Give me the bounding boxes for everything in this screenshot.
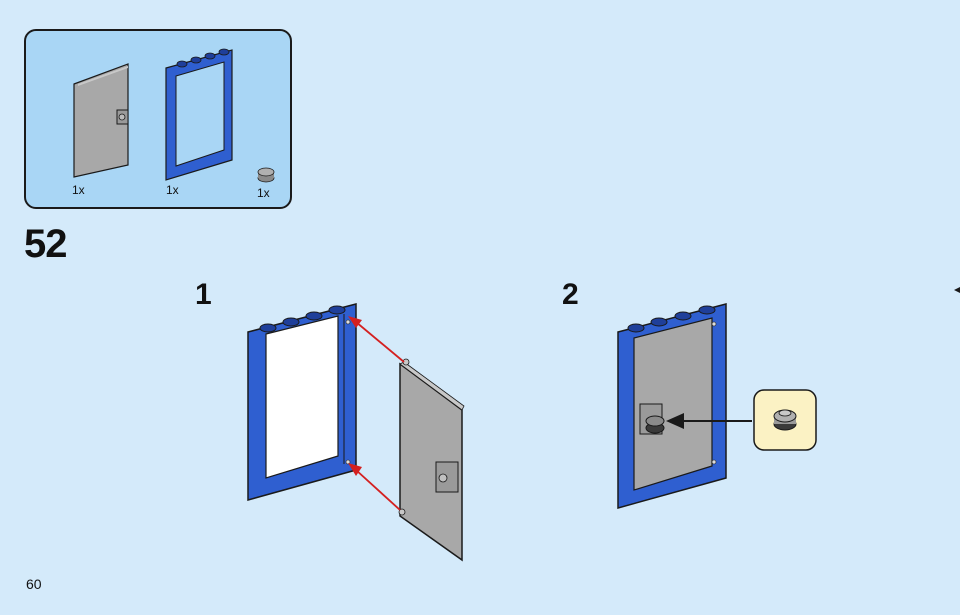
round-plate-part-image xyxy=(257,167,275,183)
frame-qty: 1x xyxy=(166,183,179,197)
page-number: 60 xyxy=(26,576,42,592)
plate-qty: 1x xyxy=(257,186,270,200)
parts-list-box xyxy=(24,29,292,209)
door-qty: 1x xyxy=(72,183,85,197)
substep-1-frame xyxy=(247,303,357,501)
step-number: 52 xyxy=(24,222,67,266)
substep-1-door xyxy=(398,358,465,562)
place-arrow xyxy=(666,413,752,429)
substep-1-label: 1 xyxy=(195,278,212,311)
door-frame-part-image xyxy=(165,48,233,181)
edge-mark xyxy=(954,287,960,293)
substep-2-assembly xyxy=(617,303,727,509)
insert-arrows xyxy=(348,316,405,511)
part-callout xyxy=(753,389,817,451)
substep-2-label: 2 xyxy=(562,278,579,311)
door-part-image xyxy=(73,63,129,178)
